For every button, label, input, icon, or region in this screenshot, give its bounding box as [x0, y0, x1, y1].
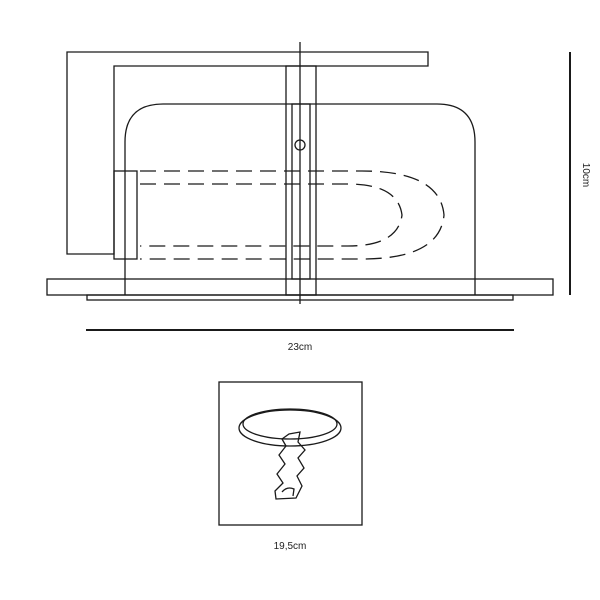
key-blade-notch: [281, 487, 295, 497]
clamp-block: [113, 170, 138, 260]
height-dimension: 10cm: [569, 52, 591, 295]
width-dimension-label: 23cm: [288, 342, 312, 353]
height-dimension-label: 10cm: [580, 163, 591, 187]
hidden-chamber-outer: [140, 170, 445, 260]
slider-slot: [291, 103, 311, 280]
key-blade: [274, 431, 306, 500]
width-dimension: 23cm: [86, 329, 514, 353]
detail-dimension-label: 19,5cm: [274, 541, 307, 552]
hidden-chamber-inner: [140, 183, 403, 247]
outer-bracket: [66, 51, 429, 255]
side-elevation-view: [46, 42, 554, 304]
detail-frame: [218, 381, 363, 526]
center-slider: [285, 65, 317, 296]
key-head-ellipse-rim: [242, 408, 338, 440]
key-detail-view: 19,5cm: [218, 381, 363, 552]
key-head-ellipse: [238, 409, 342, 447]
